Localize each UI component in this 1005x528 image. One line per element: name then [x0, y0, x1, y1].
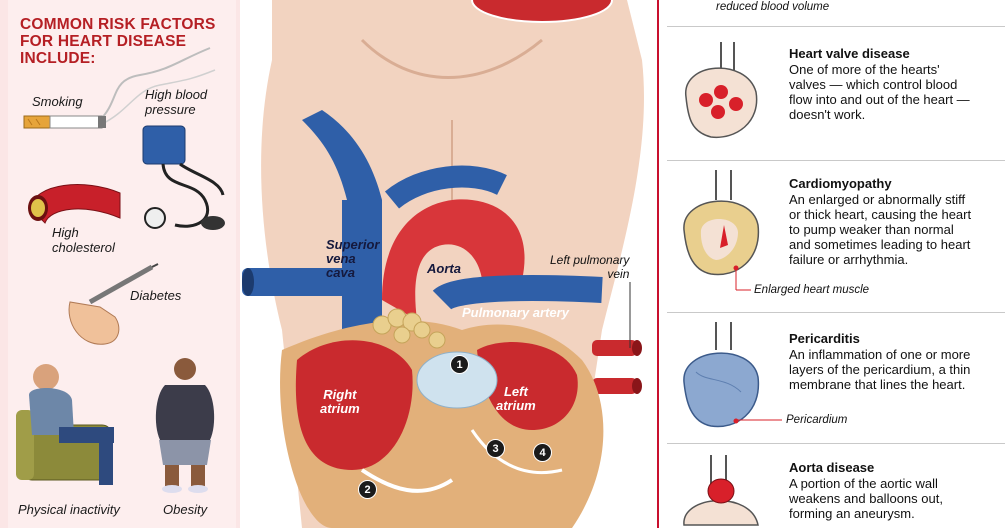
condition-separator	[667, 160, 1005, 161]
pericardium-callout: Pericardium	[786, 414, 848, 426]
cardiomyopathy-leader-line	[735, 270, 751, 291]
heart-valve-disease-description: One of more of the hearts' valves — whic…	[789, 62, 970, 122]
left-pulmonary-vein-label: Left pulmonary vein	[550, 253, 630, 281]
heart-valve-disease-title: Heart valve disease	[789, 46, 910, 61]
obesity-label: Obesity	[163, 502, 208, 517]
condition-separator	[667, 312, 1005, 313]
pericarditis-title: Pericarditis	[789, 331, 860, 346]
marker-3-badge: 3	[486, 439, 505, 458]
panel-divider	[657, 0, 659, 528]
syringe-hand-icon	[68, 263, 159, 345]
smoke-illustration	[99, 47, 216, 125]
pulmonary-vein-leader-line	[629, 282, 631, 348]
blood-pressure-cuff-icon	[142, 125, 225, 230]
aorta-disease-icon	[683, 455, 759, 526]
risk-factors-title: COMMON RISK FACTORS FOR HEART DISEASE IN…	[20, 16, 216, 67]
marker-2-badge: 2	[358, 480, 377, 499]
cardiomyopathy-title: Cardiomyopathy	[789, 176, 892, 191]
person-in-armchair-icon	[16, 364, 114, 485]
physical-inactivity-label: Physical inactivity	[18, 502, 120, 517]
torso-heart-diagram	[242, 0, 644, 528]
aorta-label: Aorta	[427, 261, 461, 276]
high-cholesterol-label: High cholesterol	[52, 225, 115, 255]
condition-separator	[667, 443, 1005, 444]
condition-separator	[667, 26, 1005, 27]
cardiomyopathy-icon	[683, 170, 760, 276]
high-blood-pressure-label: High blood pressure	[145, 87, 208, 117]
overweight-person-icon	[155, 358, 215, 493]
marker-4-badge: 4	[533, 443, 552, 462]
pericarditis-description: An inflammation of one or more layers of…	[789, 347, 971, 392]
left-atrium-label: Left atrium	[496, 384, 536, 413]
cigarette-icon	[23, 115, 106, 129]
marker-1-badge: 1	[450, 355, 469, 374]
pericarditis-icon	[683, 322, 760, 428]
right-atrium-label: Right atrium	[320, 387, 360, 416]
smoking-label: Smoking	[32, 94, 83, 109]
reduced-blood-volume-caption: reduced blood volume	[716, 1, 830, 13]
heart-valve-disease-icon	[685, 42, 758, 139]
aorta-disease-title: Aorta disease	[789, 460, 875, 475]
artery-plaque-icon	[28, 184, 121, 224]
cardiomyopathy-description: An enlarged or abnormally stiff or thick…	[789, 192, 972, 267]
pericardium-leader-line	[738, 419, 782, 421]
enlarged-heart-muscle-callout: Enlarged heart muscle	[754, 284, 870, 296]
diabetes-label: Diabetes	[130, 288, 182, 303]
aorta-disease-description: A portion of the aortic wall weakens and…	[789, 476, 943, 521]
pulmonary-artery-label: Pulmonary artery	[462, 305, 569, 320]
superior-vena-cava-label: Superior vena cava	[326, 237, 380, 280]
